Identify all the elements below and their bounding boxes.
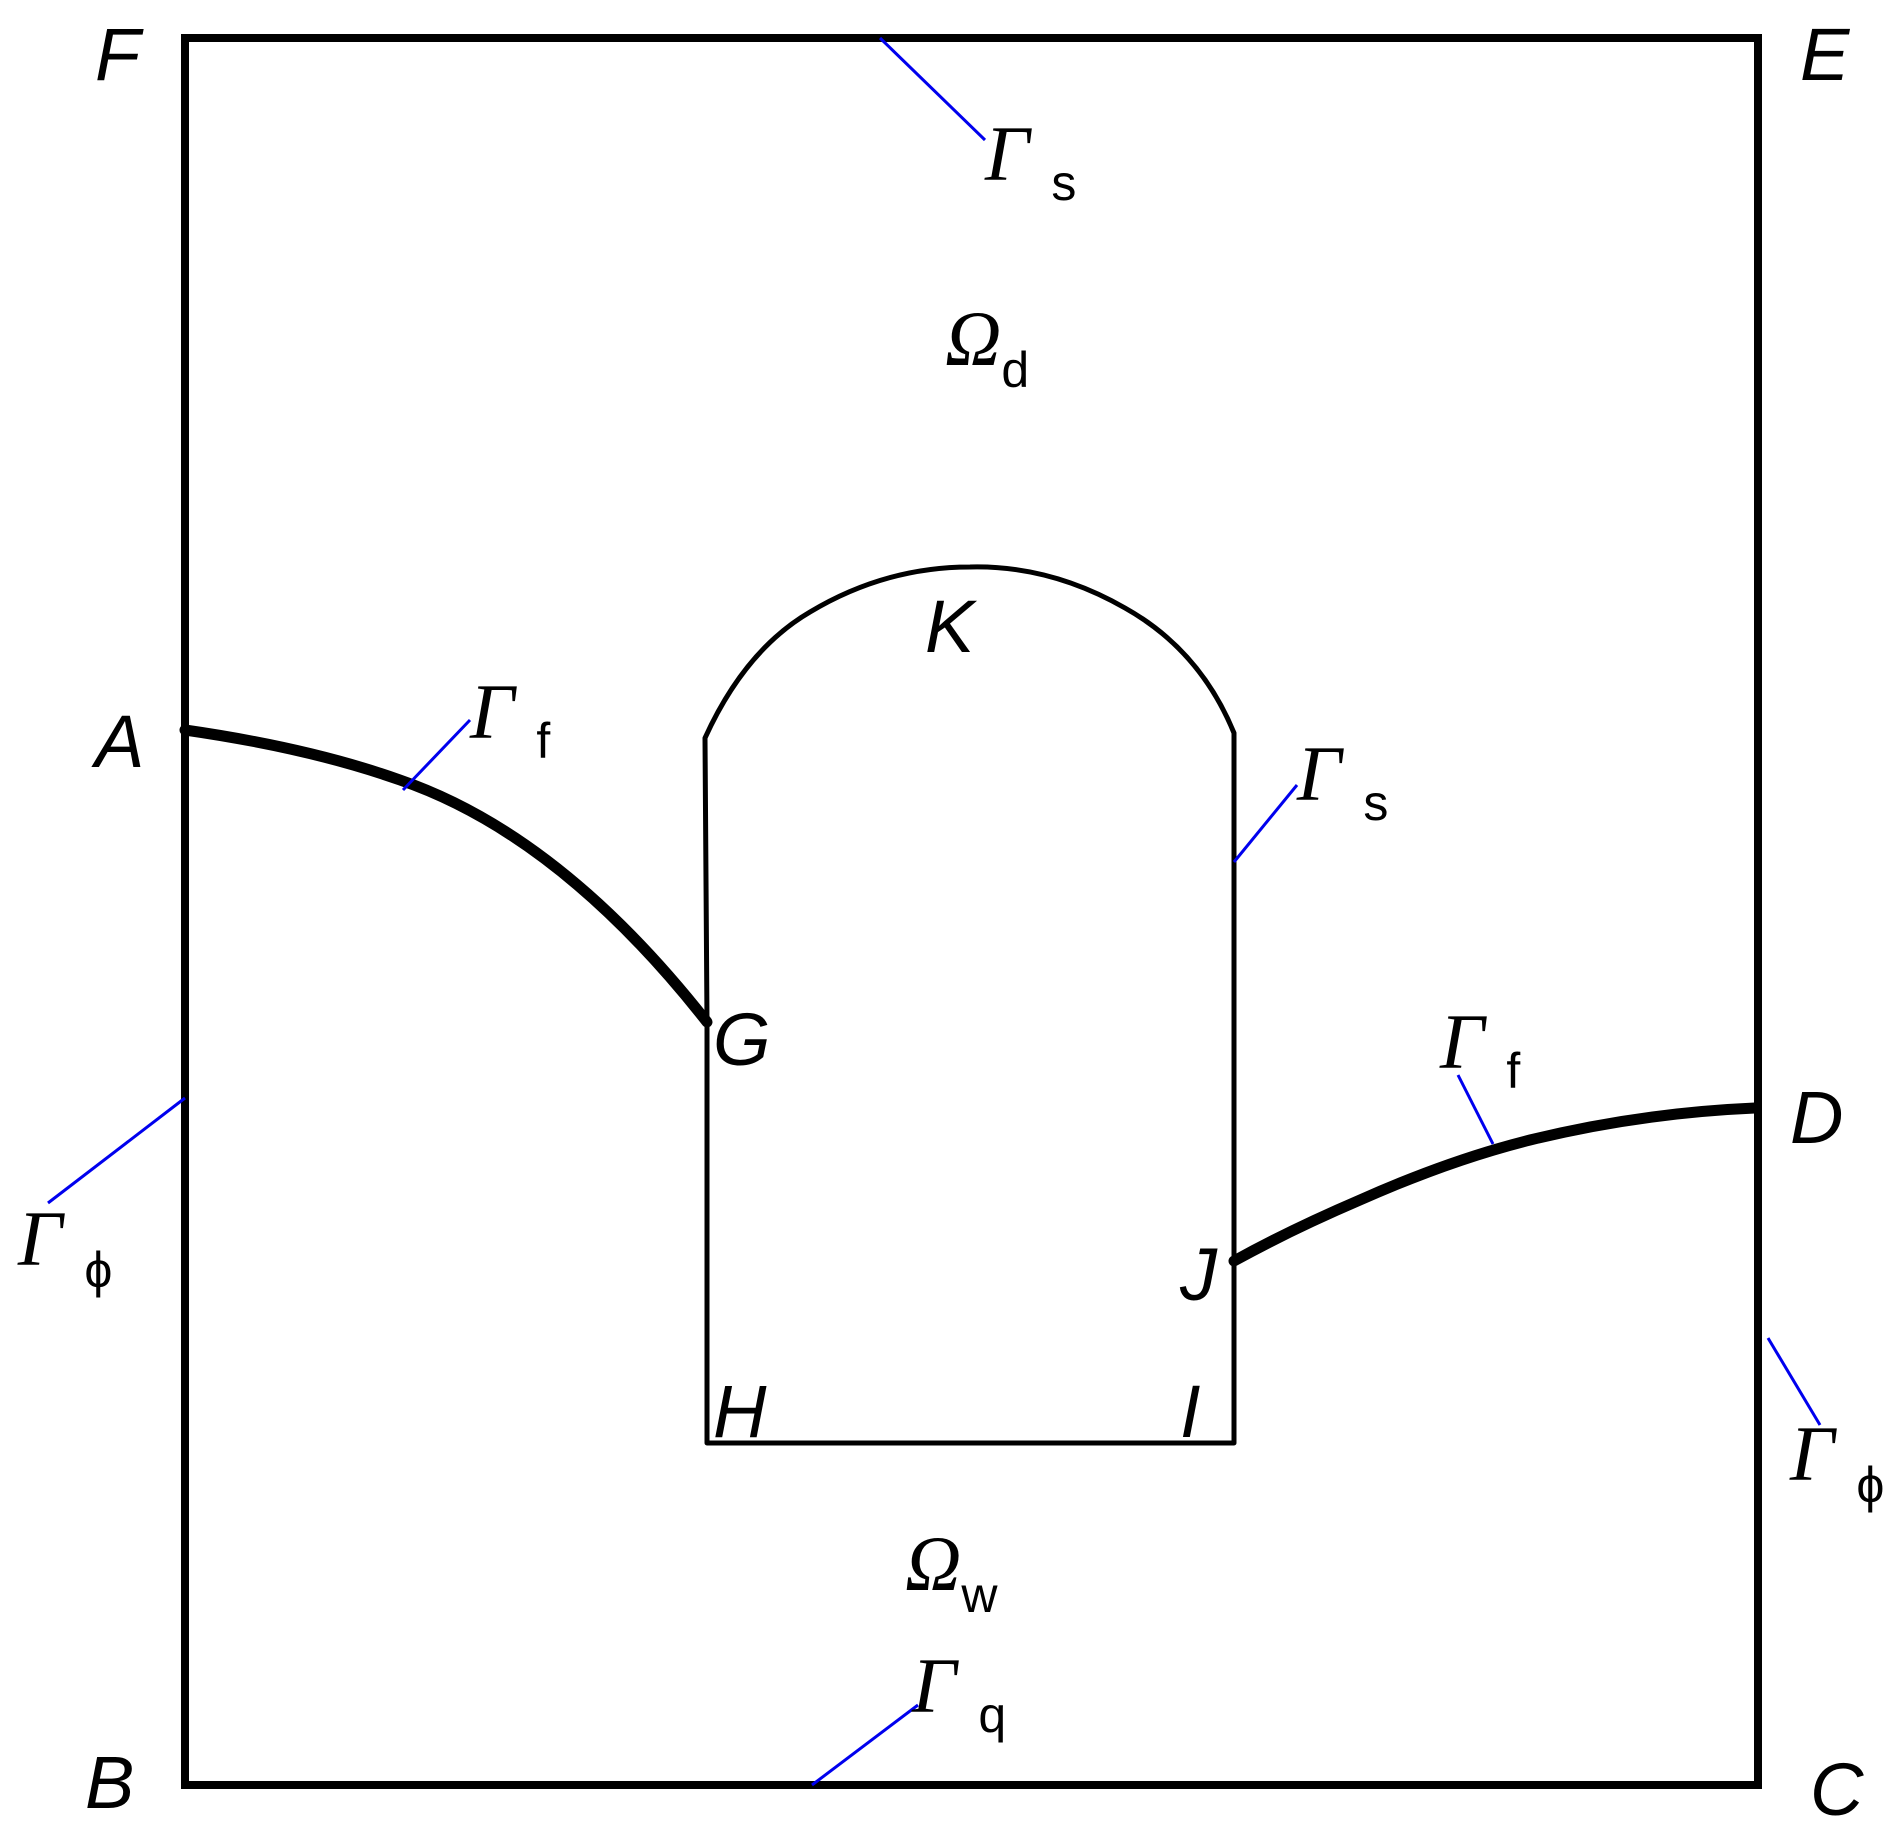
point-label-c: C [1810, 1748, 1864, 1831]
point-label-b: B [85, 1741, 134, 1824]
leader-head-right [1766, 1337, 1822, 1426]
free-surface-left [179, 724, 713, 1028]
point-label-f: F [95, 13, 144, 96]
point-label-h: H [713, 1370, 767, 1453]
point-label-a: A [91, 700, 144, 783]
leader-seepage-opening [1232, 784, 1299, 863]
domain-label-wet: Ωw [905, 1520, 998, 1623]
tunnel-opening-boundary [702, 564, 1237, 1446]
leader-flux-bottom [811, 1703, 919, 1787]
point-label-e: E [1800, 13, 1851, 96]
leader-free-right [1456, 1074, 1495, 1145]
free-surface-right [1228, 1102, 1761, 1267]
point-label-d: D [1790, 1076, 1843, 1159]
point-label-g: G [713, 998, 771, 1081]
domain-outer-boundary [181, 34, 1762, 1789]
point-label-k: K [925, 585, 978, 668]
leader-free-left [401, 718, 472, 792]
point-label-j: J [1179, 1233, 1218, 1316]
point-label-i: I [1180, 1370, 1201, 1453]
leader-seepage-top [878, 36, 987, 142]
leader-head-left [47, 1096, 186, 1205]
domain-label-dry: Ωd [945, 295, 1029, 398]
